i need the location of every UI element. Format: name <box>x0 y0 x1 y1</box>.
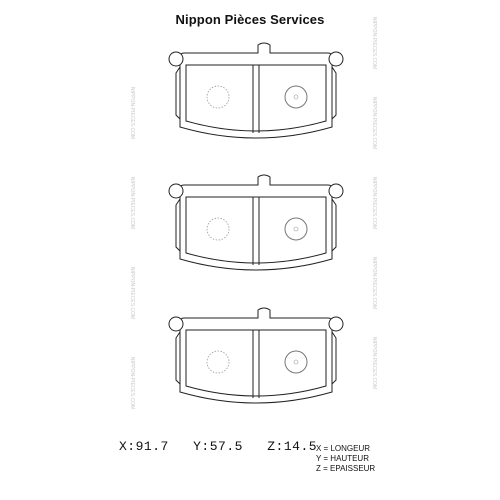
legend-z: Z = EPAISSEUR <box>316 464 376 473</box>
dimension-x: X:91.7 <box>119 439 169 454</box>
page-title: Nippon Pièces Services <box>175 12 325 27</box>
dimensions-readout: X:91.7 Y:57.5 Z:14.5 <box>119 439 333 454</box>
brake-pad-top <box>168 42 344 139</box>
legend-x: X = LONGEUR <box>316 444 371 453</box>
dimension-legend: X = LONGEUR Y = HAUTEUR Z = EPAISSEUR <box>316 444 375 474</box>
dimension-z: Z:14.5 <box>267 439 318 454</box>
brake-pad-bottom <box>168 307 344 404</box>
dimension-y: Y:57.5 <box>193 439 243 454</box>
legend-y: Y = HAUTEUR <box>316 454 369 463</box>
brake-pad-middle <box>168 174 344 271</box>
